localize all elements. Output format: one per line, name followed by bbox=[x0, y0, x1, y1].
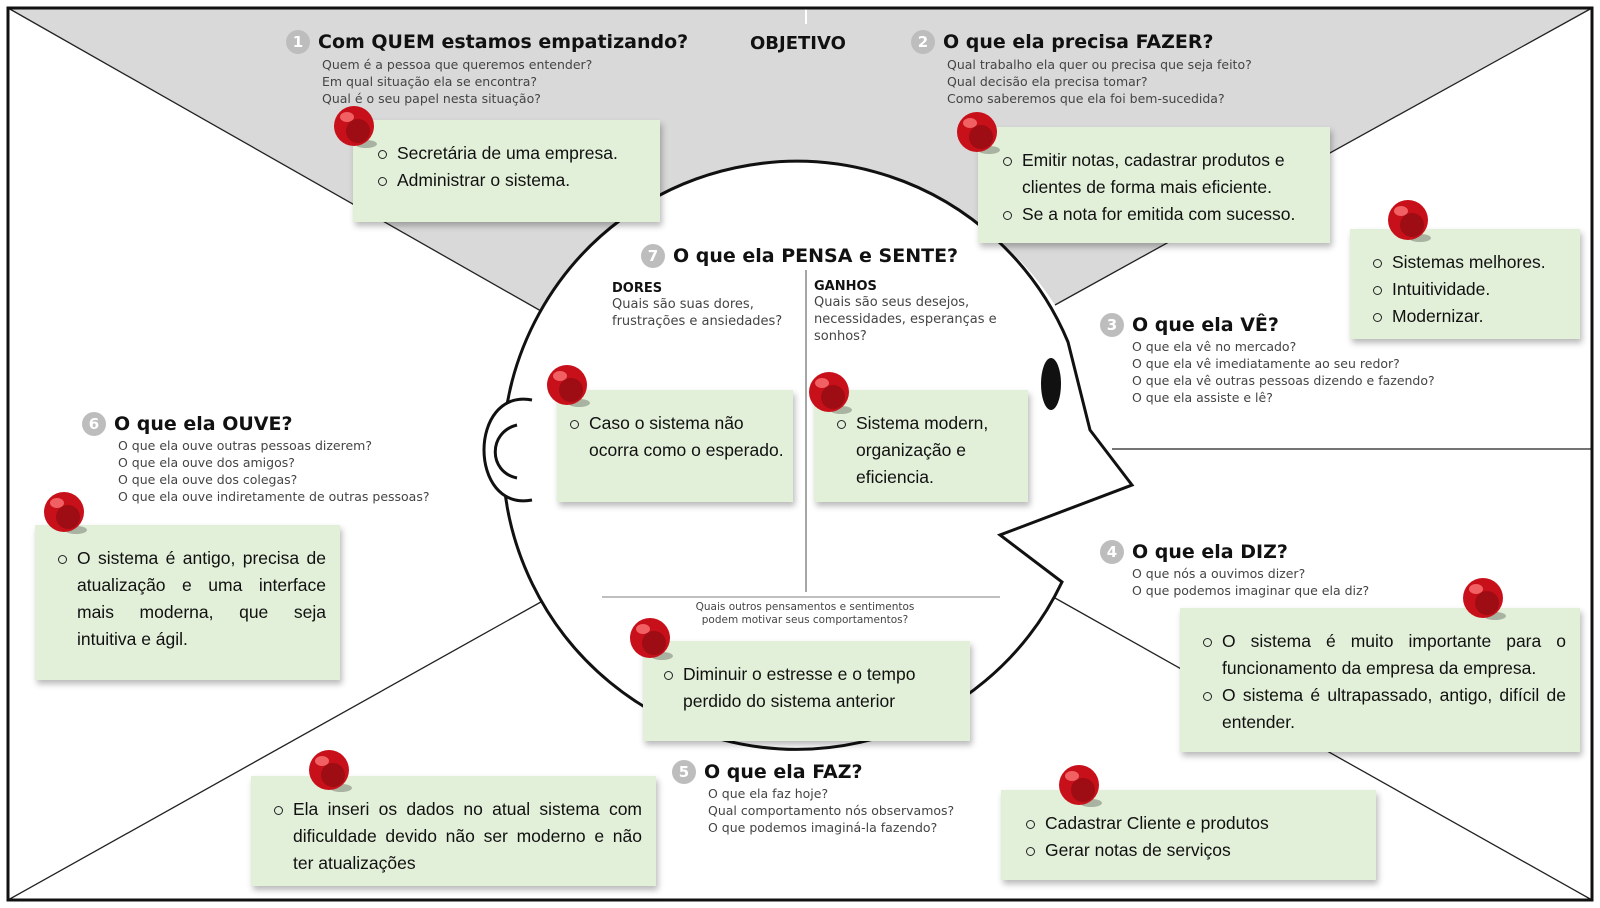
section-do-title: 2 O que ela precisa FAZER? bbox=[911, 30, 1252, 54]
objective-label: OBJETIVO bbox=[750, 33, 846, 54]
section-thinks-title: 7 O que ela PENSA e SENTE? bbox=[641, 244, 958, 268]
ear-inner bbox=[493, 423, 518, 480]
section-title-text: O que ela DIZ? bbox=[1132, 541, 1288, 563]
sticky-note-says[interactable]: O sistema é muito importante para o func… bbox=[1180, 608, 1580, 752]
sticky-note-other-thoughts[interactable]: Diminuir o estresse e o tempo perdido do… bbox=[643, 641, 970, 741]
section-title-text: O que ela VÊ? bbox=[1132, 314, 1279, 336]
section-hears: 6 O que ela OUVE? O que ela ouve outras … bbox=[82, 412, 430, 505]
gains-heading: GANHOS bbox=[814, 279, 877, 294]
section-number: 1 bbox=[286, 30, 310, 54]
sticky-note-who[interactable]: Secretária de uma empresa. Administrar o… bbox=[353, 120, 660, 222]
question: O que ela vê imediatamente ao seu redor? bbox=[1132, 356, 1400, 371]
section-does: 5 O que ela FAZ? O que ela faz hoje? Qua… bbox=[672, 760, 954, 836]
sticky-note-does-right[interactable]: Cadastrar Cliente e produtos Gerar notas… bbox=[1001, 790, 1376, 880]
question: Quem é a pessoa que queremos entender? bbox=[322, 57, 593, 72]
question: Qual comportamento nós observamos? bbox=[708, 803, 955, 818]
diagonal-bottom-left bbox=[7, 597, 549, 901]
section-title-text: O que ela FAZ? bbox=[704, 761, 863, 783]
question: O que ela ouve dos colegas? bbox=[118, 472, 298, 487]
sticky-note-do[interactable]: Emitir notas, cadastrar produtos e clien… bbox=[978, 127, 1330, 243]
note-item: Secretária de uma empresa. bbox=[377, 140, 650, 167]
note-item: Gerar notas de serviços bbox=[1025, 837, 1368, 864]
section-title-text: Com QUEM estamos empatizando? bbox=[318, 31, 689, 53]
question: Qual é o seu papel nesta situação? bbox=[322, 91, 541, 106]
ear-icon bbox=[482, 397, 533, 503]
note-item: O sistema é antigo, precisa de atualizaç… bbox=[57, 545, 326, 653]
diagonal-top-left bbox=[7, 7, 549, 316]
section-hears-title: 6 O que ela OUVE? bbox=[82, 412, 430, 436]
question: O que ela vê no mercado? bbox=[1132, 339, 1297, 354]
gains-block: GANHOS Quais são seus desejos, necessida… bbox=[814, 279, 1006, 345]
question: O que podemos imaginá-la fazendo? bbox=[708, 820, 938, 835]
sticky-note-sees[interactable]: Sistemas melhores. Intuitividade. Modern… bbox=[1350, 229, 1580, 339]
question: Em qual situação ela se encontra? bbox=[322, 74, 537, 89]
other-thoughts-question: Quais outros pensamentos e sentimentos p… bbox=[695, 601, 915, 626]
note-item: Emitir notas, cadastrar produtos e clien… bbox=[1002, 147, 1322, 201]
note-item: Cadastrar Cliente e produtos bbox=[1025, 810, 1368, 837]
sticky-note-does-left[interactable]: Ela inseri os dados no atual sistema com… bbox=[251, 776, 656, 886]
question: O que ela ouve dos amigos? bbox=[118, 455, 295, 470]
question: O que ela ouve indiretamente de outras p… bbox=[118, 489, 430, 504]
section-number: 5 bbox=[672, 760, 696, 784]
section-sees: 3 O que ela VÊ? O que ela vê no mercado?… bbox=[1100, 313, 1435, 406]
sticky-note-pains[interactable]: Caso o sistema não ocorra como o esperad… bbox=[557, 390, 793, 502]
note-item: Ela inseri os dados no atual sistema com… bbox=[273, 796, 642, 877]
question: O que nós a ouvimos dizer? bbox=[1132, 566, 1306, 581]
eye-icon bbox=[1041, 358, 1061, 410]
section-sees-title: 3 O que ela VÊ? bbox=[1100, 313, 1435, 337]
section-number: 7 bbox=[641, 244, 665, 268]
pushpin-icon bbox=[1463, 578, 1506, 620]
section-who-title: 1 Com QUEM estamos empatizando? bbox=[286, 30, 688, 54]
pushpin-icon bbox=[334, 106, 377, 148]
question: O que ela vê outras pessoas dizendo e fa… bbox=[1132, 373, 1435, 388]
note-item: Se a nota for emitida com sucesso. bbox=[1002, 201, 1322, 228]
question: O que ela faz hoje? bbox=[708, 786, 829, 801]
question: O que podemos imaginar que ela diz? bbox=[1132, 583, 1370, 598]
note-item: Sistema modern, organização e eficiencia… bbox=[836, 410, 1020, 491]
question: O que ela ouve outras pessoas dizerem? bbox=[118, 438, 372, 453]
pushpin-icon bbox=[809, 372, 852, 414]
section-title-text: O que ela OUVE? bbox=[114, 413, 293, 435]
note-item: Modernizar. bbox=[1372, 303, 1574, 330]
note-item: Administrar o sistema. bbox=[377, 167, 650, 194]
note-item: O sistema é muito importante para o func… bbox=[1202, 628, 1566, 682]
pushpin-icon bbox=[547, 365, 590, 407]
section-title-text: O que ela PENSA e SENTE? bbox=[673, 245, 959, 267]
outer-border bbox=[6, 6, 1594, 902]
gains-question: Quais são seus desejos, necessidades, es… bbox=[814, 295, 997, 344]
pushpin-icon bbox=[1059, 765, 1102, 807]
pushpin-icon bbox=[44, 492, 87, 534]
pushpin-icon bbox=[957, 112, 1000, 154]
question: O que ela assiste e lê? bbox=[1132, 390, 1273, 405]
section-number: 4 bbox=[1100, 540, 1124, 564]
question: Qual decisão ela precisa tomar? bbox=[947, 74, 1148, 89]
section-says-title: 4 O que ela DIZ? bbox=[1100, 540, 1369, 564]
pains-heading: DORES bbox=[612, 281, 663, 296]
section-number: 3 bbox=[1100, 313, 1124, 337]
pains-question: Quais são suas dores, frustrações e ansi… bbox=[612, 297, 783, 329]
section-who: 1 Com QUEM estamos empatizando? Quem é a… bbox=[286, 30, 688, 107]
note-item: Caso o sistema não ocorra como o esperad… bbox=[569, 410, 785, 464]
section-number: 6 bbox=[82, 412, 106, 436]
note-item: O sistema é ultrapassado, antigo, difíci… bbox=[1202, 682, 1566, 736]
note-item: Sistemas melhores. bbox=[1372, 249, 1574, 276]
pains-block: DORES Quais são suas dores, frustrações … bbox=[612, 281, 802, 330]
section-title-text: O que ela precisa FAZER? bbox=[943, 31, 1214, 53]
sticky-note-hears[interactable]: O sistema é antigo, precisa de atualizaç… bbox=[35, 525, 340, 680]
section-thinks: 7 O que ela PENSA e SENTE? bbox=[641, 244, 958, 268]
section-does-title: 5 O que ela FAZ? bbox=[672, 760, 954, 784]
question: Qual trabalho ela quer ou precisa que se… bbox=[947, 57, 1252, 72]
section-do: 2 O que ela precisa FAZER? Qual trabalho… bbox=[911, 30, 1252, 107]
section-says: 4 O que ela DIZ? O que nós a ouvimos diz… bbox=[1100, 540, 1369, 599]
note-item: Intuitividade. bbox=[1372, 276, 1574, 303]
note-item: Diminuir o estresse e o tempo perdido do… bbox=[663, 661, 962, 715]
pushpin-icon bbox=[630, 618, 673, 660]
question: Como saberemos que ela foi bem-sucedida? bbox=[947, 91, 1225, 106]
section-number: 2 bbox=[911, 30, 935, 54]
pushpin-icon bbox=[1388, 200, 1431, 242]
sticky-note-gains[interactable]: Sistema modern, organização e eficiencia… bbox=[814, 390, 1028, 502]
pushpin-icon bbox=[309, 750, 352, 792]
